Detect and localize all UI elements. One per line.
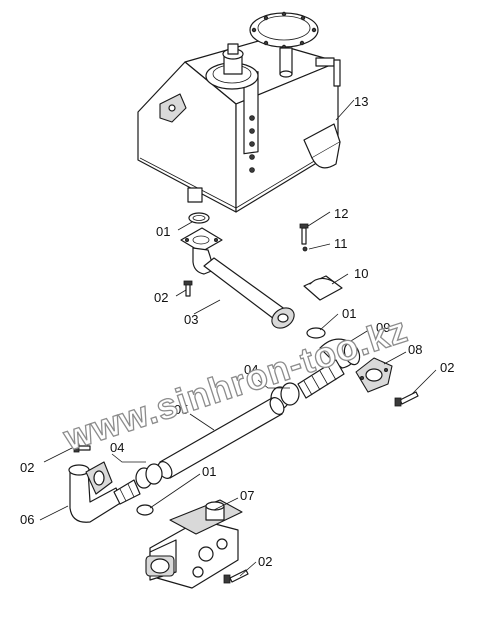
callout-02-right: 02	[440, 360, 454, 375]
callout-03: 03	[184, 312, 198, 327]
callout-11: 11	[334, 236, 348, 251]
callout-02-bottom: 02	[258, 554, 272, 569]
hose-clamps-lower	[135, 463, 163, 489]
hydraulic-pump	[145, 499, 249, 589]
callout-01-top: 01	[156, 224, 170, 239]
callout-02-upper: 02	[154, 290, 168, 305]
callout-08: 08	[408, 342, 422, 357]
o-ring-lower	[136, 504, 154, 516]
o-ring-middle	[306, 327, 326, 339]
callout-06: 06	[20, 512, 34, 527]
callout-01-lower: 01	[202, 464, 216, 479]
suction-elbow-lower	[68, 443, 141, 523]
callout-09: 09	[376, 320, 390, 335]
callout-10: 10	[354, 266, 368, 281]
leader-lines	[39, 99, 437, 577]
callout-04-lower: 04	[110, 440, 124, 455]
callout-05: 05	[174, 402, 188, 417]
callout-02-left: 02	[20, 460, 34, 475]
hydraulic-tank	[137, 11, 341, 213]
long-pipe	[157, 397, 285, 479]
flange-adapter	[355, 357, 393, 393]
callout-13: 13	[354, 94, 368, 109]
callout-01-middle: 01	[342, 306, 356, 321]
elbow-hose	[297, 338, 361, 399]
pipe-clamp-assembly	[299, 223, 343, 301]
callout-12: 12	[334, 206, 348, 221]
suction-elbow-upper	[180, 212, 295, 329]
callout-labels: 13 01 12 11 10 02 03 01 09 04 08 02 05 0…	[20, 94, 454, 569]
callout-04-upper: 04	[244, 362, 258, 377]
bolt-right	[394, 391, 419, 407]
callout-07: 07	[240, 488, 254, 503]
